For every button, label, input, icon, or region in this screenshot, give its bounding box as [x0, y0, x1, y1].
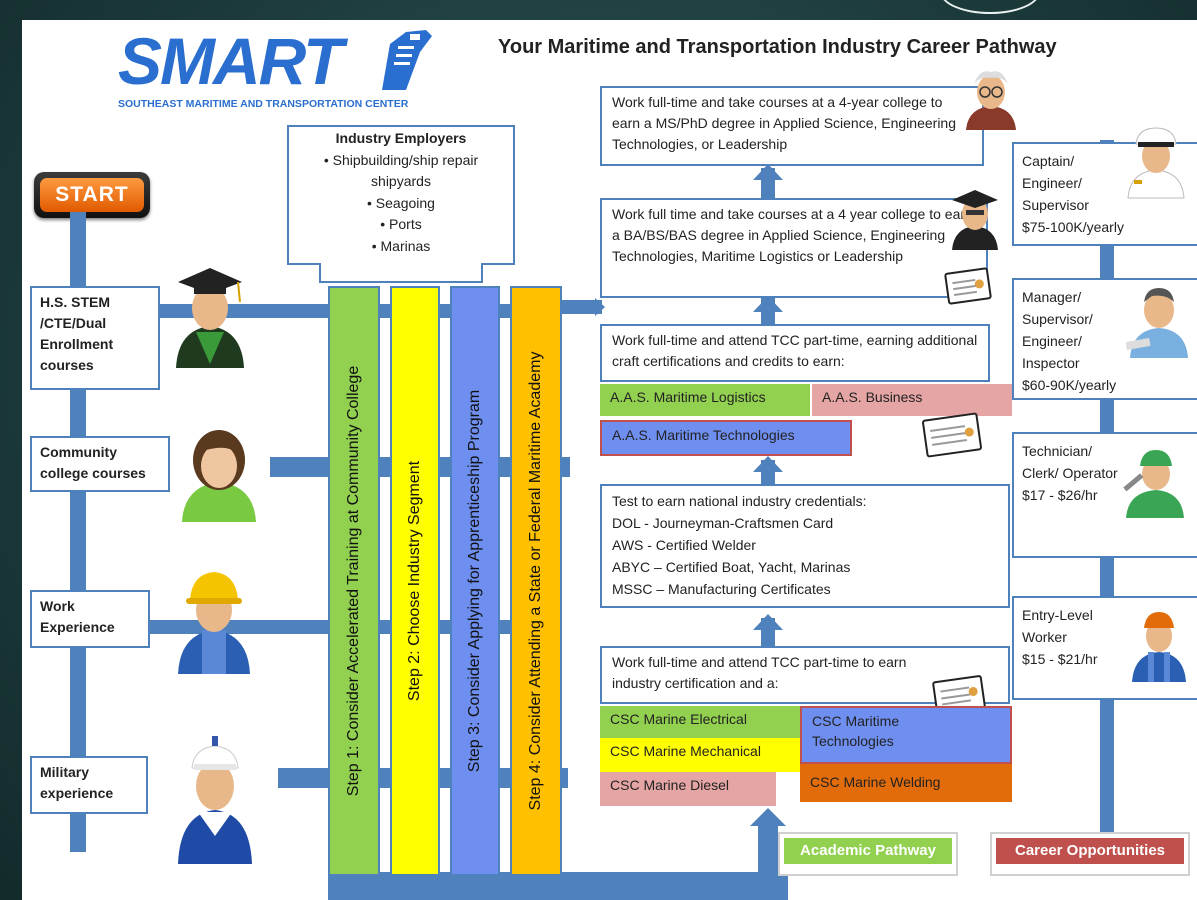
step-exit-bar	[562, 300, 602, 314]
entry-label: Military experience	[40, 764, 114, 801]
ship-icon	[382, 30, 432, 90]
entry-work-experience-box: Work Experience	[30, 590, 150, 648]
step-3-label: Step 3: Consider Applying for Apprentice…	[466, 389, 483, 773]
certificate-icon	[943, 267, 993, 305]
logo-subtitle: SOUTHEAST MARITIME AND TRANSPORTATION CE…	[118, 98, 409, 110]
csc-marine-mechanical-chip: CSC Marine Mechanical	[600, 738, 800, 772]
aas-maritime-technologies-chip: A.A.S. Maritime Technologies	[600, 420, 852, 456]
manager-icon	[1126, 288, 1188, 358]
career-pay: $17 - $26/hr	[1022, 487, 1098, 503]
ba-bs-box: Work full time and take courses at a 4 y…	[600, 198, 988, 298]
career-title: Captain/ Engineer/ Supervisor	[1022, 153, 1089, 213]
chip-label: A.A.S. Maritime Logistics	[610, 389, 766, 405]
graduate-icon	[176, 268, 244, 368]
step-exit-arrow	[595, 298, 605, 316]
chip-label: CSC Marine Electrical	[610, 711, 747, 727]
step-1-label: Step 1: Consider Accelerated Training at…	[345, 365, 362, 797]
ms-phd-text: Work full-time and take courses at a 4-y…	[612, 94, 956, 152]
credentials-line: MSSC – Manufacturing Certificates	[612, 581, 831, 597]
career-pay: $60-90K/yearly	[1022, 377, 1117, 393]
pathway-arrow-up	[753, 164, 783, 180]
credentials-box: Test to earn national industry credentia…	[600, 484, 1010, 608]
start-button-label: START	[40, 178, 144, 212]
csc-marine-welding-chip: CSC Marine Welding	[800, 764, 1012, 802]
pathway-arrow-up	[753, 296, 783, 312]
career-technician-box: Technician/ Clerk/ Operator $17 - $26/hr	[1012, 432, 1197, 558]
aas-box: Work full-time and attend TCC part-time,…	[600, 324, 990, 382]
pathway-stem-5	[758, 824, 778, 880]
chip-label: A.A.S. Maritime Technologies	[612, 427, 795, 443]
captain-icon	[1127, 127, 1185, 199]
csc-marine-diesel-chip: CSC Marine Diesel	[600, 772, 776, 806]
logo-main-text: SMART	[118, 24, 343, 98]
smart-logo: SMART SOUTHEAST MARITIME AND TRANSPORTAT…	[118, 26, 458, 112]
chip-label: A.A.S. Business	[822, 389, 923, 405]
page-title: Your Maritime and Transportation Industr…	[498, 36, 1057, 58]
employers-item: • Marinas	[371, 237, 431, 254]
career-title: Manager/ Supervisor/ Engineer/ Inspector	[1022, 289, 1093, 371]
step-1-column: Step 1: Consider Accelerated Training at…	[328, 286, 380, 876]
career-title: Entry-Level Worker	[1022, 607, 1093, 645]
certificate-icon	[921, 412, 983, 458]
chip-label: CSC Marine Diesel	[610, 777, 730, 793]
legend-career-label: Career Opportunities	[996, 838, 1184, 864]
employers-item: • Seagoing	[367, 194, 435, 211]
csc-maritime-technologies-chip: CSC Maritime Technologies	[800, 706, 1012, 764]
employers-callout-shape	[287, 125, 515, 283]
technician-icon	[1123, 450, 1184, 518]
step-2-label: Step 2: Choose Industry Segment	[406, 460, 423, 702]
start-button[interactable]: START	[34, 172, 150, 218]
career-pay: $75-100K/yearly	[1022, 219, 1124, 235]
pathway-arrow-up	[750, 808, 786, 826]
legend-career-opportunities: Career Opportunities	[990, 832, 1190, 876]
chip-label: CSC Marine Welding	[810, 774, 941, 790]
step-2-column: Step 2: Choose Industry Segment	[390, 286, 440, 876]
step-4-label: Step 4: Consider Attending a State or Fe…	[527, 351, 544, 811]
student-icon	[182, 430, 256, 522]
credentials-line: DOL - Journeyman-Craftsmen Card	[612, 515, 834, 531]
bottom-connector-bar	[328, 872, 788, 900]
credentials-line: ABYC – Certified Boat, Yacht, Marinas	[612, 559, 851, 575]
career-pay: $15 - $21/hr	[1022, 651, 1098, 667]
employers-title: Industry Employers	[335, 130, 467, 146]
employers-item: • Ports	[380, 216, 422, 232]
sailor-icon	[178, 736, 252, 864]
aas-intro-text: Work full-time and attend TCC part-time,…	[612, 332, 978, 369]
chip-label: CSC Marine Mechanical	[610, 743, 761, 759]
legend-academic-pathway: Academic Pathway	[778, 832, 958, 876]
entry-label: Community college courses	[40, 444, 146, 481]
ms-phd-box: Work full-time and take courses at a 4-y…	[600, 86, 984, 166]
entry-military-box: Military experience	[30, 756, 148, 814]
entry-label: Work Experience	[40, 598, 115, 635]
entry-community-college-box: Community college courses	[30, 436, 170, 492]
credentials-line: Test to earn national industry credentia…	[612, 493, 867, 509]
pathway-arrow-up	[753, 614, 783, 630]
graduate-small-icon	[952, 190, 998, 250]
credentials-line: AWS - Certified Welder	[612, 537, 756, 553]
entry-hs-stem-box: H.S. STEM /CTE/Dual Enrollment courses	[30, 286, 160, 390]
legend-academic-label: Academic Pathway	[784, 838, 952, 864]
worker-hardhat-icon	[178, 572, 250, 674]
step-4-column: Step 4: Consider Attending a State or Fe…	[510, 286, 562, 876]
csc-marine-electrical-chip: CSC Marine Electrical	[600, 706, 800, 738]
step-3-column: Step 3: Consider Applying for Apprentice…	[450, 286, 500, 876]
aas-business-chip: A.A.S. Business	[812, 384, 1012, 416]
employers-list: Industry Employers • Shipbuilding/ship r…	[290, 128, 512, 257]
aas-maritime-logistics-chip: A.A.S. Maritime Logistics	[600, 384, 810, 416]
csc-intro-text: Work full-time and attend TCC part-time …	[612, 654, 907, 691]
entry-worker-icon	[1132, 612, 1186, 682]
career-pathway-panel: SMART SOUTHEAST MARITIME AND TRANSPORTAT…	[22, 20, 1197, 900]
career-title: Technician/ Clerk/ Operator	[1022, 443, 1118, 481]
chip-label: CSC Maritime Technologies	[812, 713, 900, 749]
employers-item: shipyards	[371, 173, 431, 189]
professor-icon	[966, 71, 1016, 130]
entry-label: H.S. STEM /CTE/Dual Enrollment courses	[40, 294, 114, 373]
corner-ring	[940, 0, 1040, 14]
pathway-arrow-up	[753, 456, 783, 472]
ba-bs-text: Work full time and take courses at a 4 y…	[612, 206, 973, 264]
employers-item: • Shipbuilding/ship repair	[323, 151, 479, 168]
